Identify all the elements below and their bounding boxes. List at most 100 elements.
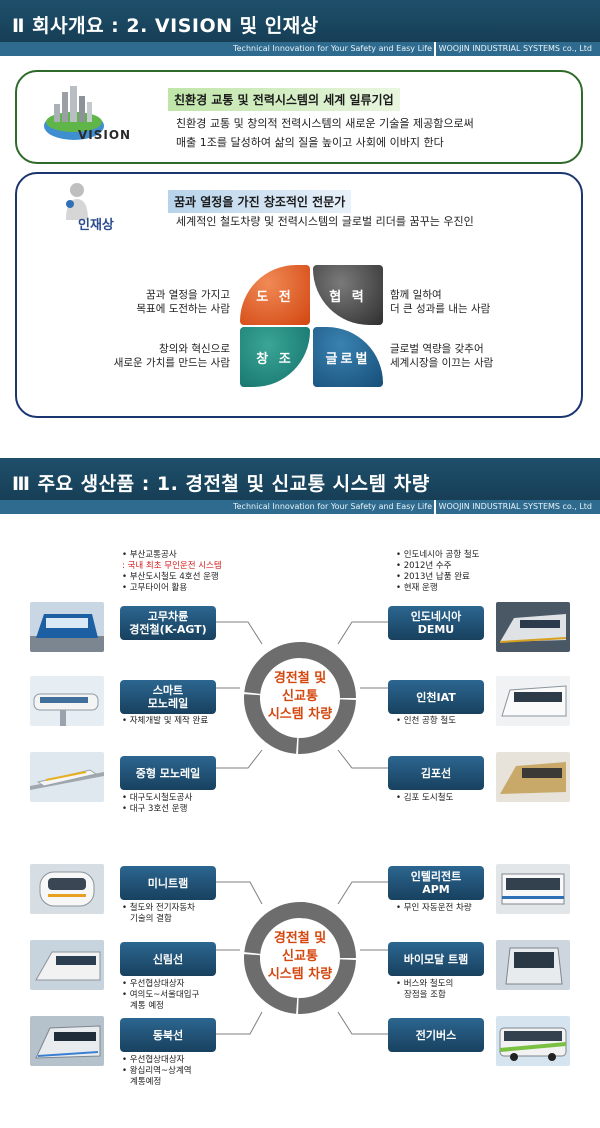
diagram2-center-line-1: 경전철 및 (273, 931, 327, 946)
vision-box (15, 70, 583, 164)
slogan-text: Technical Innovation for Your Safety and… (233, 44, 432, 53)
subbar-divider (434, 500, 436, 514)
desc-challenge-line-2: 목표에 도전하는 사람 (136, 303, 230, 315)
bimodal-tram-image (496, 940, 570, 990)
demu-notes: • 인도네시아 공항 철도 • 2012년 수주 • 2013년 납품 완료 •… (396, 550, 480, 594)
diagram2-connectors (216, 881, 388, 1035)
bimodal-notes: • 버스와 철도의 장점을 조합 (396, 979, 453, 1001)
note-line: • 2013년 납품 완료 (396, 572, 470, 582)
note-line: • 고무타이어 활용 (122, 583, 188, 593)
note-line: • 우선협상대상자 (122, 979, 185, 989)
note-line: 계통예정 (130, 1077, 162, 1087)
note-line: • 대구도시철도공사 (122, 793, 193, 803)
smart-monorail-image (30, 676, 104, 726)
ebus-label-1: 전기버스 (415, 1028, 457, 1042)
gimpo-button[interactable]: 김포선 (388, 756, 484, 790)
talent-headline: 꿈과 열정을 가진 창조적인 전문가 (168, 190, 352, 213)
apm-label-2: APM (422, 883, 450, 896)
note-line: • 우선협상대상자 (122, 1055, 185, 1065)
agt-label-2: 경전철(K-AGT) (129, 623, 207, 636)
desc-cooperation-line-2: 더 큰 성과를 내는 사람 (390, 303, 491, 315)
demu-label-1: 인도네시아 (410, 610, 462, 623)
demu-train-image (496, 602, 570, 652)
diagram1-center-label: 경전철 및 신교통 시스템 차량 (252, 670, 348, 724)
dongbuk-train-image (30, 1016, 104, 1066)
note-line: • 버스와 철도의 (396, 979, 454, 989)
note-line: : 국내 최초 무인운전 시스템 (122, 561, 222, 571)
diagram1-center-line-3: 시스템 차량 (267, 707, 333, 722)
person-icon (66, 183, 88, 220)
dongbuk-label-1: 동북선 (152, 1028, 184, 1042)
note-line: • 여의도~서울대입구 (122, 990, 200, 1000)
desc-cooperation: 함께 일하여 더 큰 성과를 내는 사람 (390, 288, 490, 316)
gimpo-train-image (496, 752, 570, 802)
minitram-image (30, 864, 104, 914)
electric-bus-button[interactable]: 전기버스 (388, 1018, 484, 1052)
mid-label-1: 중형 모노레일 (135, 766, 201, 780)
company-name: WOOJIN INDUSTRIAL SYSTEMS co., Ltd (438, 502, 592, 511)
iat-train-image (496, 676, 570, 726)
apm-label-1: 인텔리전트 (410, 870, 462, 883)
desc-creativity: 창의와 혁신으로 새로운 가치를 만드는 사람 (80, 342, 230, 370)
note-line: 기술의 결합 (130, 914, 172, 924)
sillim-notes: • 우선협상대상자 • 여의도~서울대입구 계통 예정 (122, 979, 199, 1012)
desc-global-line-1: 글로벌 역량을 갖추어 (390, 343, 484, 355)
mid-monorail-button[interactable]: 중형 모노레일 (120, 756, 216, 790)
minitram-notes: • 철도와 전기자동차 기술의 결합 (122, 903, 195, 925)
note-line: • 자체개발 및 제작 완료 (122, 716, 209, 726)
note-line: • 인도네시아 공항 철도 (396, 550, 480, 560)
note-line: • 김포 도시철도 (396, 793, 454, 803)
apm-notes: • 무인 자동운전 차량 (396, 903, 472, 914)
mid-notes: • 대구도시철도공사 • 대구 3호선 운행 (122, 793, 192, 815)
diagram1-center-line-2: 신교통 (282, 689, 318, 704)
dongbuk-button[interactable]: 동북선 (120, 1018, 216, 1052)
note-line: • 부산교통공사 (122, 550, 177, 560)
smart-label-2: 모노레일 (147, 697, 189, 710)
note-line: 계통 예정 (130, 1001, 164, 1011)
diagram2-center-line-3: 시스템 차량 (267, 967, 333, 982)
note-line: • 대구 3호선 운행 (122, 804, 188, 814)
mid-monorail-image (30, 752, 104, 802)
section1-title: Ⅱ 회사개요 : 2. VISION 및 인재상 (0, 0, 600, 46)
diagram1-connectors (216, 621, 388, 769)
company-name: WOOJIN INDUSTRIAL SYSTEMS co., Ltd (438, 44, 592, 53)
note-line: • 인천 공항 철도 (396, 716, 457, 726)
desc-creativity-line-1: 창의와 혁신으로 (159, 343, 230, 355)
dongbuk-notes: • 우선협상대상자 • 왕십리역~상계역 계통예정 (122, 1055, 192, 1088)
diagram1-center-line-1: 경전철 및 (273, 671, 327, 686)
bimodal-tram-button[interactable]: 바이모달 트램 (388, 942, 484, 976)
vision-line-2: 매출 1조를 달성하여 삶의 질을 높이고 사회에 이바지 한다 (176, 136, 444, 149)
section2-subbar: Technical Innovation for Your Safety and… (0, 500, 600, 514)
note-line: • 현재 운행 (396, 583, 438, 593)
agt-notes: • 부산교통공사 : 국내 최초 무인운전 시스템 • 부산도시철도 4호선 운… (122, 550, 222, 594)
desc-challenge-line-1: 꿈과 열정을 가지고 (146, 289, 230, 301)
sillim-train-image (30, 940, 104, 990)
talent-logo-label: 인재상 (78, 218, 114, 233)
section1-subbar: Technical Innovation for Your Safety and… (0, 42, 600, 56)
bimodal-label-1: 바이모달 트램 (403, 952, 469, 966)
note-line: • 철도와 전기자동차 (122, 903, 195, 913)
vision-globe-icon (44, 86, 104, 140)
vision-line-1: 친환경 교통 및 창의적 전력시스템의 새로운 기술을 제공함으로써 (176, 117, 474, 130)
desc-challenge: 꿈과 열정을 가지고 목표에 도전하는 사람 (80, 288, 230, 316)
note-line: 장점을 조합 (404, 990, 446, 1000)
desc-creativity-line-2: 새로운 가치를 만드는 사람 (113, 357, 230, 369)
sillim-button[interactable]: 신림선 (120, 942, 216, 976)
iat-label-1: 인천IAT (416, 690, 456, 704)
vision-logo-label: VISION (78, 128, 132, 142)
diagram2-center-line-2: 신교통 (282, 949, 318, 964)
note-line: • 부산도시철도 4호선 운행 (122, 572, 219, 582)
note-line: • 2012년 수주 (396, 561, 452, 571)
desc-global: 글로벌 역량을 갖추어 세계시장을 이끄는 사람 (390, 342, 493, 370)
desc-global-line-2: 세계시장을 이끄는 사람 (390, 357, 494, 369)
iat-button[interactable]: 인천IAT (388, 680, 484, 714)
section2-title: Ⅲ 주요 생산품 : 1. 경전철 및 신교통 시스템 차량 (0, 458, 600, 504)
gimpo-label-1: 김포선 (420, 766, 452, 780)
minitram-button[interactable]: 미니트램 (120, 866, 216, 900)
smart-label-1: 스마트 (152, 684, 184, 697)
